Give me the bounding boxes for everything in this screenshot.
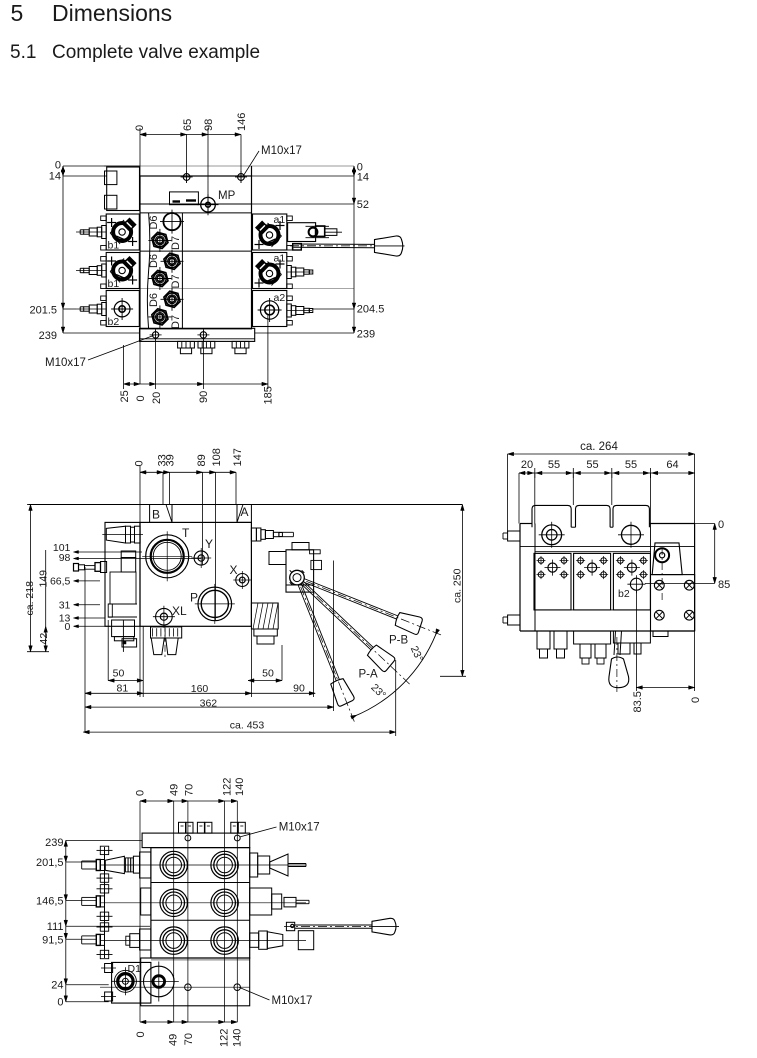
svg-text:89: 89 bbox=[196, 454, 208, 466]
svg-text:a1: a1 bbox=[274, 252, 286, 264]
svg-text:25: 25 bbox=[119, 390, 131, 402]
svg-text:ca. 250: ca. 250 bbox=[451, 568, 463, 603]
svg-text:160: 160 bbox=[191, 683, 209, 695]
svg-text:T: T bbox=[182, 526, 190, 540]
svg-text:98: 98 bbox=[59, 552, 71, 564]
svg-text:50: 50 bbox=[262, 668, 274, 680]
svg-text:201,5: 201,5 bbox=[36, 857, 64, 869]
svg-text:149: 149 bbox=[37, 570, 49, 588]
svg-text:a1: a1 bbox=[274, 214, 286, 226]
svg-text:0: 0 bbox=[135, 1031, 147, 1037]
svg-text:201.5: 201.5 bbox=[29, 305, 57, 317]
svg-text:ca. 453: ca. 453 bbox=[230, 719, 265, 731]
svg-text:0: 0 bbox=[65, 621, 71, 633]
svg-text:M10x17: M10x17 bbox=[261, 145, 302, 157]
svg-text:0: 0 bbox=[718, 519, 724, 531]
svg-text:23°: 23° bbox=[408, 644, 426, 663]
svg-text:b2: b2 bbox=[108, 316, 120, 328]
svg-text:b2: b2 bbox=[618, 588, 630, 600]
svg-text:0: 0 bbox=[55, 160, 61, 172]
svg-text:81: 81 bbox=[117, 682, 129, 694]
svg-text:111: 111 bbox=[47, 921, 64, 933]
svg-text:20: 20 bbox=[151, 392, 163, 404]
svg-text:14: 14 bbox=[49, 171, 61, 183]
svg-text:M10x17: M10x17 bbox=[272, 995, 313, 1007]
svg-text:0: 0 bbox=[57, 997, 63, 1009]
svg-text:49: 49 bbox=[168, 1034, 180, 1046]
svg-text:D7: D7 bbox=[170, 236, 182, 250]
svg-text:D6: D6 bbox=[148, 215, 160, 229]
svg-text:14: 14 bbox=[357, 172, 369, 184]
svg-text:0: 0 bbox=[690, 697, 702, 703]
svg-text:239: 239 bbox=[39, 330, 57, 342]
svg-text:65: 65 bbox=[182, 119, 194, 131]
svg-text:0: 0 bbox=[135, 790, 147, 796]
svg-text:98: 98 bbox=[203, 119, 215, 131]
svg-text:0: 0 bbox=[135, 395, 147, 401]
svg-text:P: P bbox=[190, 591, 198, 605]
svg-text:42: 42 bbox=[38, 633, 50, 645]
svg-text:66,5: 66,5 bbox=[50, 576, 71, 588]
svg-text:49: 49 bbox=[169, 784, 181, 796]
svg-text:33: 33 bbox=[156, 454, 168, 466]
svg-text:83.5: 83.5 bbox=[632, 691, 644, 712]
svg-text:55: 55 bbox=[625, 459, 637, 471]
svg-text:146,5: 146,5 bbox=[36, 896, 64, 908]
svg-text:P-A: P-A bbox=[359, 669, 379, 681]
svg-text:239: 239 bbox=[45, 837, 63, 849]
svg-text:122: 122 bbox=[222, 778, 234, 796]
svg-text:0: 0 bbox=[133, 460, 145, 466]
svg-text:P-B: P-B bbox=[389, 635, 409, 647]
svg-text:23°: 23° bbox=[368, 682, 388, 702]
svg-text:64: 64 bbox=[666, 459, 678, 471]
svg-text:52: 52 bbox=[357, 199, 369, 211]
svg-text:90: 90 bbox=[293, 682, 305, 694]
svg-text:147: 147 bbox=[232, 448, 244, 466]
svg-text:20: 20 bbox=[521, 459, 533, 471]
svg-text:140: 140 bbox=[234, 778, 246, 796]
svg-text:185: 185 bbox=[263, 386, 275, 404]
svg-text:ca. 218: ca. 218 bbox=[24, 581, 36, 616]
svg-text:122: 122 bbox=[218, 1029, 230, 1047]
svg-text:39: 39 bbox=[165, 454, 177, 466]
svg-text:A: A bbox=[241, 505, 249, 519]
svg-text:55: 55 bbox=[548, 459, 560, 471]
svg-text:101: 101 bbox=[53, 542, 71, 554]
svg-text:XL: XL bbox=[172, 604, 187, 618]
svg-text:D1: D1 bbox=[128, 963, 142, 975]
svg-text:ca. 264: ca. 264 bbox=[580, 441, 618, 453]
svg-text:204.5: 204.5 bbox=[357, 304, 385, 316]
svg-text:MP: MP bbox=[218, 190, 236, 202]
svg-text:13: 13 bbox=[59, 613, 71, 625]
svg-text:D7: D7 bbox=[170, 274, 182, 288]
svg-text:b1: b1 bbox=[108, 240, 120, 252]
svg-text:91,5: 91,5 bbox=[42, 935, 63, 947]
svg-text:140: 140 bbox=[232, 1029, 244, 1047]
svg-text:108: 108 bbox=[211, 448, 223, 466]
svg-text:55: 55 bbox=[586, 459, 598, 471]
svg-text:146: 146 bbox=[236, 113, 248, 131]
svg-text:239: 239 bbox=[357, 329, 375, 341]
svg-text:70: 70 bbox=[183, 1033, 195, 1045]
svg-text:31: 31 bbox=[59, 600, 71, 612]
svg-text:M10x17: M10x17 bbox=[45, 357, 86, 369]
svg-text:D6: D6 bbox=[148, 293, 160, 307]
svg-text:b1: b1 bbox=[108, 278, 120, 290]
svg-text:50: 50 bbox=[113, 668, 125, 680]
svg-text:362: 362 bbox=[200, 697, 218, 709]
svg-text:0: 0 bbox=[357, 162, 363, 174]
svg-text:a2: a2 bbox=[274, 292, 286, 304]
svg-text:D6: D6 bbox=[148, 254, 160, 268]
svg-text:B: B bbox=[152, 508, 160, 522]
svg-text:24: 24 bbox=[51, 980, 63, 992]
svg-text:D7: D7 bbox=[170, 315, 182, 329]
svg-text:Y: Y bbox=[205, 537, 213, 551]
svg-text:85: 85 bbox=[718, 579, 730, 591]
svg-text:70: 70 bbox=[184, 784, 196, 796]
svg-text:X: X bbox=[230, 563, 238, 577]
svg-text:M10x17: M10x17 bbox=[279, 822, 320, 834]
svg-text:90: 90 bbox=[198, 391, 210, 403]
svg-text:0: 0 bbox=[134, 125, 146, 131]
